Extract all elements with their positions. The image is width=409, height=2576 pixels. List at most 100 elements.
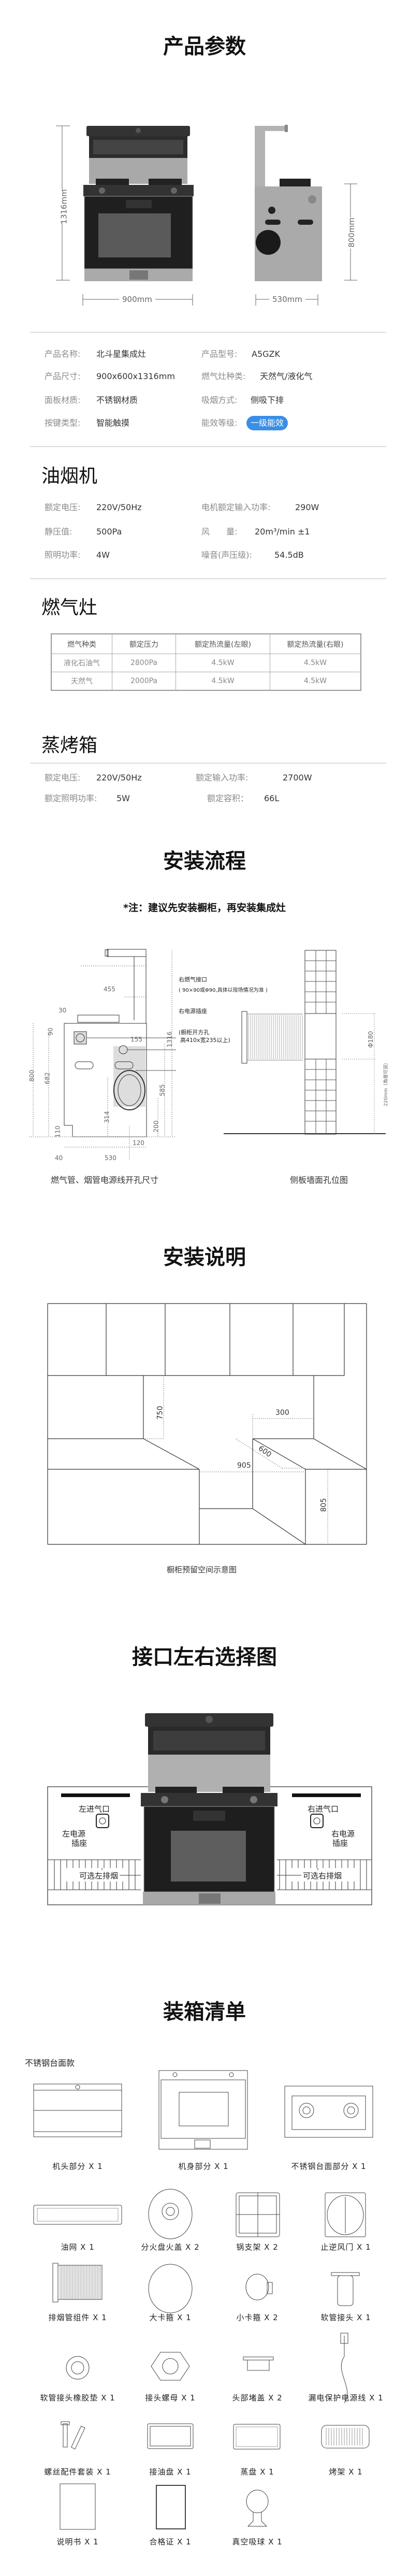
spec-label: 额定容积： [207, 793, 249, 803]
table-header-row: 燃气种类 额定压力 额定热流量(左眼) 额定热流量(右眼) [51, 633, 361, 654]
spec-value: 220V/50Hz [96, 773, 142, 783]
packing-item-label: 软管接头橡胶垫 X 1 [40, 2393, 115, 2403]
table-cell: 4.5kW [270, 654, 361, 672]
packing-item-label: 接油盘 X 1 [149, 2467, 192, 2477]
spec-value: 500Pa [96, 527, 122, 537]
packing-item-label: 止逆风门 X 1 [320, 2242, 371, 2252]
spec-label: 电机额定输入功率: [201, 502, 271, 512]
install-note: *注：建议先安装橱柜，再安装集成灶 [123, 902, 286, 914]
table-cell: 4.5kW [176, 672, 270, 691]
spec-value: 侧吸下排 [251, 395, 284, 405]
spec-label: 额定照明功率: [45, 793, 97, 803]
table-cell: 4.5kW [270, 672, 361, 691]
dim-number: 120 [133, 1139, 144, 1147]
spec-label: 产品型号: [201, 349, 238, 359]
spec-label: 风 量: [201, 527, 238, 537]
packing-item-label: 蒸盘 X 1 [240, 2467, 274, 2477]
spec-label: 产品尺寸: [45, 371, 81, 381]
table-header: 额定热流量(右眼) [270, 633, 361, 654]
label-socket: 右电源插座 [179, 1008, 207, 1015]
label-cabinet-hole-note: 高410x宽235以上) [180, 1037, 230, 1044]
dim-number: 530 [105, 1154, 116, 1162]
packing-item-label: 小卡箍 X 2 [236, 2313, 279, 2322]
label-gas-note: ( 90×90或Φ90,具体以现场情况为准 ) [179, 988, 268, 993]
oven-title: 蒸烤箱 [41, 735, 98, 756]
table-cell: 4.5kW [176, 654, 270, 672]
packing-item-label: 机身部分 X 1 [178, 2162, 229, 2171]
spec-value: 不锈钢材质 [96, 395, 138, 405]
dim-300: 300 [275, 1409, 289, 1417]
label-left-gas: 左进气口 [79, 1804, 110, 1814]
section-title-packing: 装箱清单 [163, 2000, 246, 2024]
dim-width: 900mm [122, 295, 152, 304]
spec-label: 产品名称: [45, 349, 81, 359]
dim-depth: 530mm [272, 295, 302, 304]
spec-value: 66L [264, 793, 280, 803]
packing-item-label: 排烟管组件 X 1 [48, 2313, 107, 2322]
packing-item-label: 螺丝配件套装 X 1 [44, 2467, 111, 2477]
table-row: 液化石油气 2800Pa 4.5kW 4.5kW [51, 654, 361, 672]
spec-label: 能效等级: [201, 418, 238, 428]
spec-value: 220V/50Hz [96, 502, 142, 512]
label-left-socket: 左电源 [62, 1829, 86, 1839]
caption-cabinet: 橱柜预留空间示意图 [167, 1565, 237, 1574]
spec-label: 额定电压: [45, 773, 81, 783]
dim-number: 40 [55, 1154, 63, 1162]
divider [30, 446, 386, 447]
packing-item-label: 接头螺母 X 1 [145, 2393, 196, 2403]
spec-label: 噪音(声压级): [201, 550, 252, 560]
label-right-exhaust: 可选右排烟 [301, 1870, 344, 1881]
hood-title: 油烟机 [41, 466, 98, 487]
spec-label: 吸烟方式: [201, 395, 238, 405]
spec-label: 额定输入功率: [196, 773, 249, 783]
packing-item-label: 大卡箍 X 1 [149, 2313, 192, 2322]
cutout-dimension-drawing [29, 949, 386, 1160]
packing-item-label: 锅支架 X 2 [236, 2242, 279, 2252]
dim-905: 905 [237, 1461, 251, 1470]
dim-number: 455 [104, 986, 115, 993]
spec-label: 额定电压: [45, 502, 81, 512]
packing-item-label: 漏电保护电源线 X 1 [308, 2393, 384, 2403]
spec-label: 燃气灶种类: [201, 371, 246, 381]
packing-item-label: 合格证 X 1 [149, 2537, 192, 2546]
section-title-params: 产品参数 [163, 35, 246, 59]
label-cabinet-hole: (橱柜开方孔 [179, 1029, 210, 1036]
label-right-socket: 右电源 [331, 1829, 355, 1839]
spec-label: 静压值: [45, 527, 72, 537]
spec-value: 天然气/液化气 [260, 371, 313, 381]
table-header: 额定压力 [112, 633, 176, 654]
spec-value: 4W [96, 550, 110, 560]
spec-value: 900x600x1316mm [96, 371, 175, 381]
packing-item-label: 油网 X 1 [61, 2242, 95, 2252]
table-cell: 2000Pa [112, 672, 176, 691]
energy-badge: 一级能效 [246, 416, 288, 430]
spec-value: 智能触摸 [96, 418, 130, 428]
cabinet-space-drawing [47, 1303, 367, 1545]
dim-number: 30 [59, 1007, 67, 1014]
label-gas-port: 右燃气接口 [179, 976, 207, 983]
section-title-interface: 接口左右选择图 [132, 1645, 277, 1669]
table-cell: 2800Pa [112, 654, 176, 672]
spec-value: 290W [295, 502, 319, 512]
interface-drawing [47, 1713, 372, 1905]
packing-item-label: 烤架 X 1 [329, 2467, 363, 2477]
packing-item-label: 机头部分 X 1 [52, 2162, 103, 2171]
spec-value: 20m³/min ±1 [255, 527, 310, 537]
caption-wall-hole: 侧板墙面孔位图 [290, 1175, 348, 1185]
label-left-socket-2: 插座 [71, 1839, 87, 1848]
divider [30, 578, 386, 579]
spec-value: 54.5dB [274, 550, 304, 560]
section-title-install-flow: 安装流程 [163, 849, 246, 873]
table-cell: 天然气 [51, 672, 112, 691]
packing-item-label: 真空吸球 X 1 [232, 2537, 283, 2546]
spec-value: A5GZK [252, 349, 280, 359]
stove-title: 燃气灶 [41, 597, 98, 618]
spec-label: 面板材质: [45, 395, 81, 405]
packing-item-label: 头部堵盖 X 2 [232, 2393, 283, 2403]
packing-item-label: 分火盘火盖 X 2 [141, 2242, 200, 2252]
table-header: 额定热流量(左眼) [176, 633, 270, 654]
spec-label: 按键类型: [45, 418, 81, 428]
label-right-socket-2: 插座 [332, 1839, 348, 1848]
spec-value: 5W [116, 793, 130, 803]
